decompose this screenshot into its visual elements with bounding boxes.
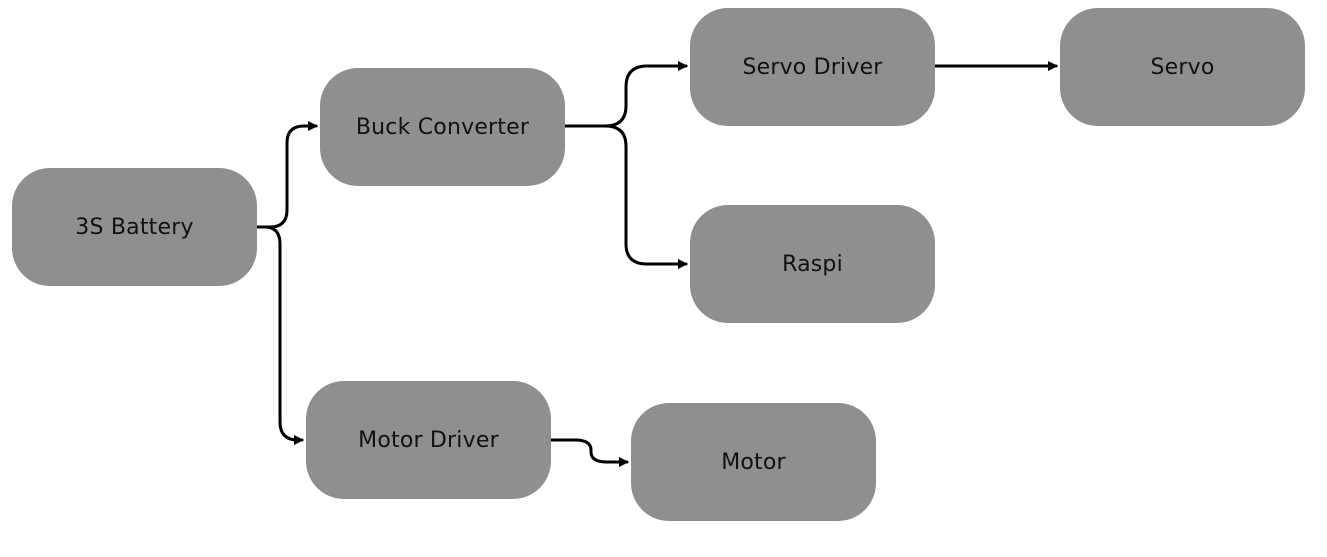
node-label: Buck Converter xyxy=(355,114,530,140)
node-servo-driver: Servo Driver xyxy=(690,8,935,126)
node-servo: Servo xyxy=(1060,8,1305,126)
edge-buck-converter-to-raspi xyxy=(563,124,688,269)
node-label: Servo Driver xyxy=(742,54,883,80)
node-buck-converter: Buck Converter xyxy=(320,68,565,186)
node-label: Raspi xyxy=(782,251,843,277)
node-label: 3S Battery xyxy=(75,214,194,240)
edge-battery-to-buck-converter xyxy=(255,121,318,229)
node-motor: Motor xyxy=(631,403,876,521)
node-raspi: Raspi xyxy=(690,205,935,323)
node-3s-battery: 3S Battery xyxy=(12,168,257,286)
edge-battery-to-motor-driver xyxy=(255,225,304,445)
edge-buck-converter-to-servo-driver xyxy=(563,61,688,128)
edge-motor-driver-to-motor xyxy=(549,438,629,467)
node-label: Motor Driver xyxy=(358,427,499,453)
node-label: Motor xyxy=(721,449,786,475)
node-motor-driver: Motor Driver xyxy=(306,381,551,499)
node-label: Servo xyxy=(1150,54,1215,80)
